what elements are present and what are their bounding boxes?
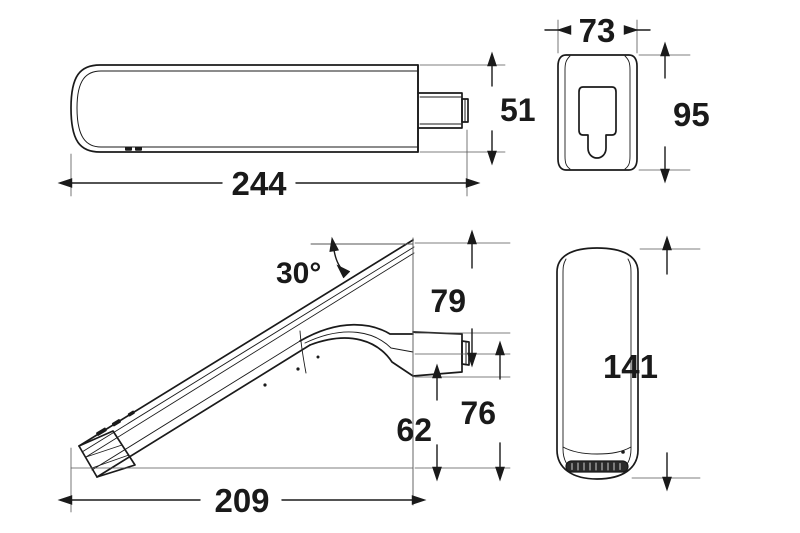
dimension-73-label: 73 <box>579 12 616 49</box>
angled-cut-end-seam <box>85 444 123 458</box>
front-left-seam <box>564 55 571 170</box>
dimension-244-label: 244 <box>231 165 287 202</box>
angled-top-edge-seam1 <box>81 246 415 453</box>
side-sensor-marks <box>125 146 142 151</box>
angled-body-lower-edge <box>96 344 311 478</box>
dimension-95-label: 95 <box>673 96 710 133</box>
plan-view: 141 <box>556 235 701 492</box>
angled-underside-curve-inner <box>304 331 414 353</box>
dimension-95: 95 <box>660 41 710 184</box>
dimension-76-label: 76 <box>460 395 496 431</box>
dimension-51: 51 <box>487 51 536 166</box>
angled-top-edge <box>78 239 414 447</box>
angled-extension-lines <box>70 242 511 469</box>
angled-top-edge-seam2 <box>85 252 415 458</box>
angled-cut-end-seam2 <box>91 454 130 469</box>
angled-sensor-marks <box>96 355 320 436</box>
angled-underside-curve <box>299 323 414 342</box>
dimension-79: 79 <box>430 229 477 368</box>
front-right-seam <box>624 55 631 170</box>
side-body-outline <box>70 64 419 153</box>
dimension-244: 244 <box>57 165 481 202</box>
front-body-outline <box>557 54 638 171</box>
dimension-73: 73 <box>544 12 651 49</box>
side-spout-collar <box>461 98 469 123</box>
dimension-30deg: 30° <box>276 236 351 290</box>
plan-body-outline <box>556 247 639 480</box>
dimension-76: 76 <box>460 340 505 482</box>
dimension-30deg-label: 30° <box>276 257 321 290</box>
angled-cut-end-face <box>78 430 136 478</box>
dimension-51-label: 51 <box>500 92 536 128</box>
dimension-62: 62 <box>396 363 442 482</box>
angled-body-lower-seam <box>91 340 301 471</box>
front-elevation-view: 73 95 <box>544 12 710 184</box>
plan-sensor-dot <box>621 450 625 454</box>
side-body-top-seam <box>76 70 418 109</box>
angled-elevation-view: 30° 79 76 62 <box>57 229 511 519</box>
angled-transition-seam <box>299 330 307 374</box>
dimension-141-label: 141 <box>603 348 658 385</box>
side-elevation-view: 51 244 <box>57 51 536 202</box>
dimension-79-label: 79 <box>430 283 466 319</box>
angled-underside-curve-outer <box>309 337 414 377</box>
dimension-141: 141 <box>603 235 672 492</box>
dimension-209: 209 <box>57 482 427 519</box>
front-spout-profile <box>578 86 617 159</box>
plan-aerator-grille <box>565 460 629 473</box>
dimension-62-label: 62 <box>396 412 432 448</box>
side-body-bottom-seam <box>76 107 418 148</box>
dimension-209-label: 209 <box>214 482 269 519</box>
